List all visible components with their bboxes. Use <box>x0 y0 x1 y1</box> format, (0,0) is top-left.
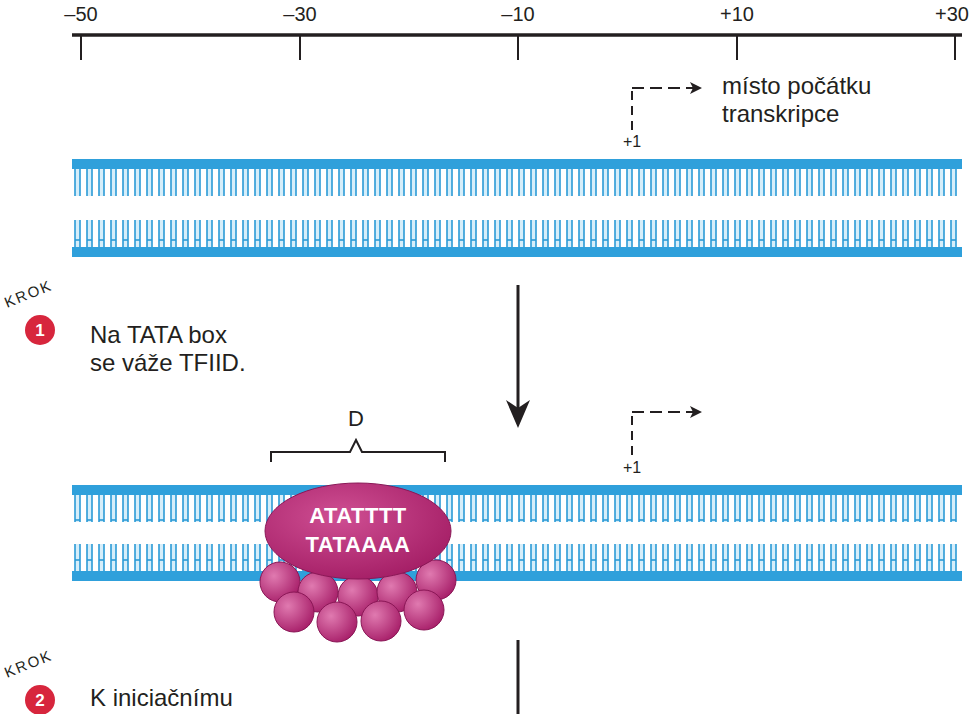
dna-helix <box>72 159 962 257</box>
bracket <box>271 440 445 462</box>
ruler-value: –30 <box>283 3 316 26</box>
start-arrow <box>632 412 700 455</box>
start-arrow <box>632 88 700 130</box>
ruler <box>72 35 962 60</box>
step-arrow <box>506 285 530 428</box>
dna-helix <box>72 485 962 581</box>
start-site-label: místo počátku transkripce <box>722 72 912 127</box>
step-arrow <box>517 640 520 714</box>
sequence-text: TATAAAA <box>306 531 411 560</box>
sequence-text: ATATTTT <box>309 502 407 531</box>
step-circle: KROK1 <box>25 315 55 345</box>
position-label: +1 <box>623 459 641 477</box>
ruler-value: –50 <box>64 3 97 26</box>
tfiid-oval: ATATTTTTATAAAA <box>264 482 452 580</box>
bracket-label: D <box>348 406 364 431</box>
step-number: 1 <box>35 322 44 339</box>
position-label: +1 <box>623 133 641 151</box>
step-description: Na TATA box se váže TFIID. <box>90 321 258 376</box>
step-heading: KROK <box>2 646 55 681</box>
ruler-value: +30 <box>935 3 969 26</box>
oval-shape <box>264 482 452 580</box>
step-description: K iniciačnímu <box>90 684 233 712</box>
ruler-value: +10 <box>720 3 754 26</box>
step-heading: KROK <box>2 276 55 311</box>
ruler-value: –10 <box>501 3 534 26</box>
step-number: 2 <box>35 692 44 709</box>
step-circle: KROK2 <box>25 685 55 714</box>
